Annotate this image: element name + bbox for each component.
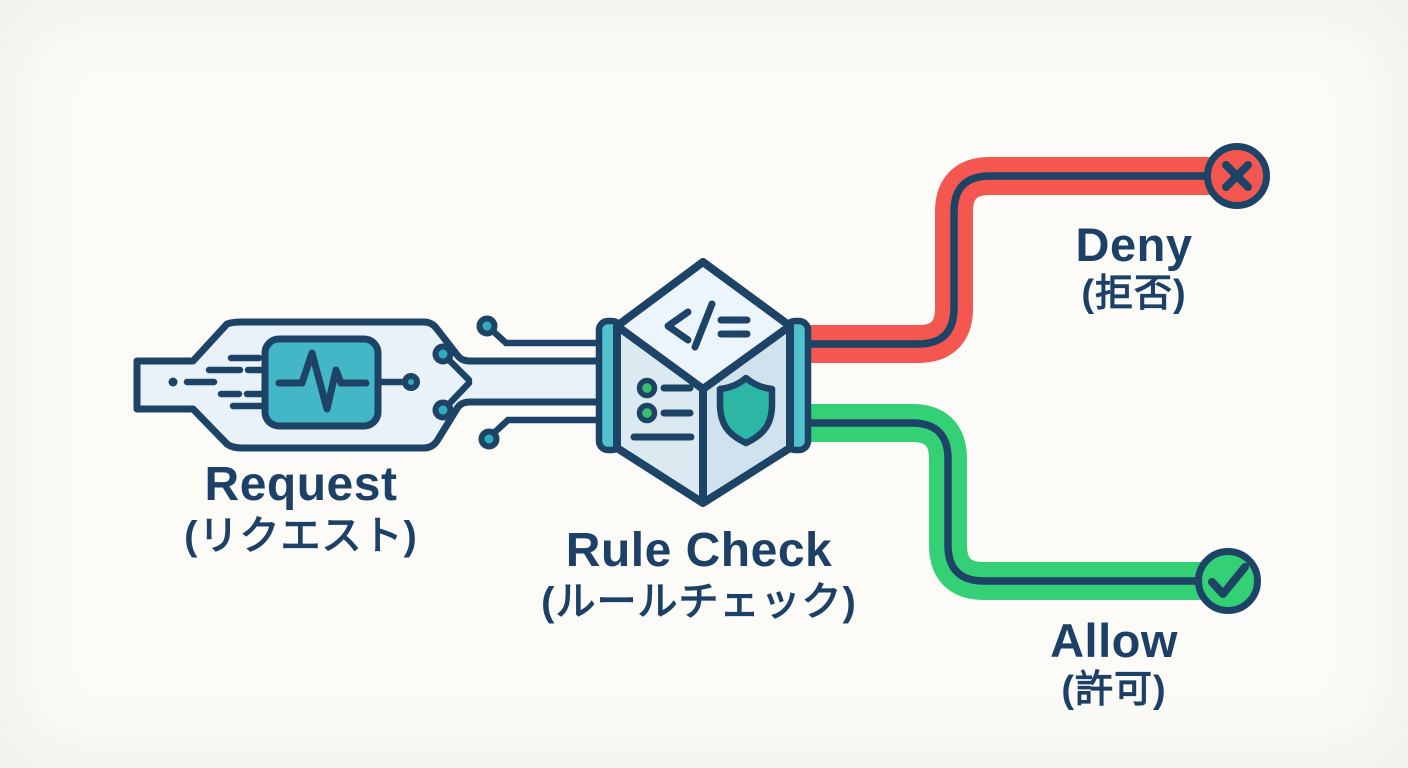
allow-title: Allow — [1050, 614, 1178, 667]
rule-check-subtitle-ja: (ルールチェック) — [541, 580, 857, 624]
pulse-monitor-icon — [261, 335, 382, 430]
allow-label: Allow (許可) — [1050, 617, 1178, 709]
x-icon — [1204, 143, 1270, 209]
rule-check-label: Rule Check (ルールチェック) — [541, 524, 857, 624]
circuit-node-icon — [432, 399, 454, 421]
rule-check-title: Rule Check — [565, 524, 833, 577]
request-subtitle-ja: (リクエスト) — [184, 514, 418, 558]
circuit-node-icon — [476, 315, 498, 337]
request-title: Request — [204, 458, 398, 511]
speed-dot — [168, 377, 178, 387]
deny-path — [800, 157, 1232, 363]
code-icon — [664, 300, 751, 351]
deny-subtitle-ja: (拒否) — [1081, 273, 1187, 315]
circuit-node-icon — [478, 428, 500, 450]
request-capsule — [133, 318, 608, 452]
deny-title: Deny — [1075, 218, 1193, 271]
request-label: Request (リクエスト) — [184, 458, 418, 558]
circuit-nodes — [402, 315, 500, 450]
circuit-trace-icon — [374, 328, 607, 436]
allow-path — [800, 404, 1224, 600]
allow-subtitle-ja: (許可) — [1061, 669, 1167, 711]
circuit-node-icon — [402, 373, 420, 391]
check-icon — [1195, 548, 1261, 614]
checklist-icon — [630, 377, 695, 441]
rule-check-cube — [595, 258, 812, 507]
circuit-node-icon — [432, 343, 454, 365]
shield-icon — [716, 374, 776, 447]
deny-label: Deny (拒否) — [1076, 221, 1193, 313]
